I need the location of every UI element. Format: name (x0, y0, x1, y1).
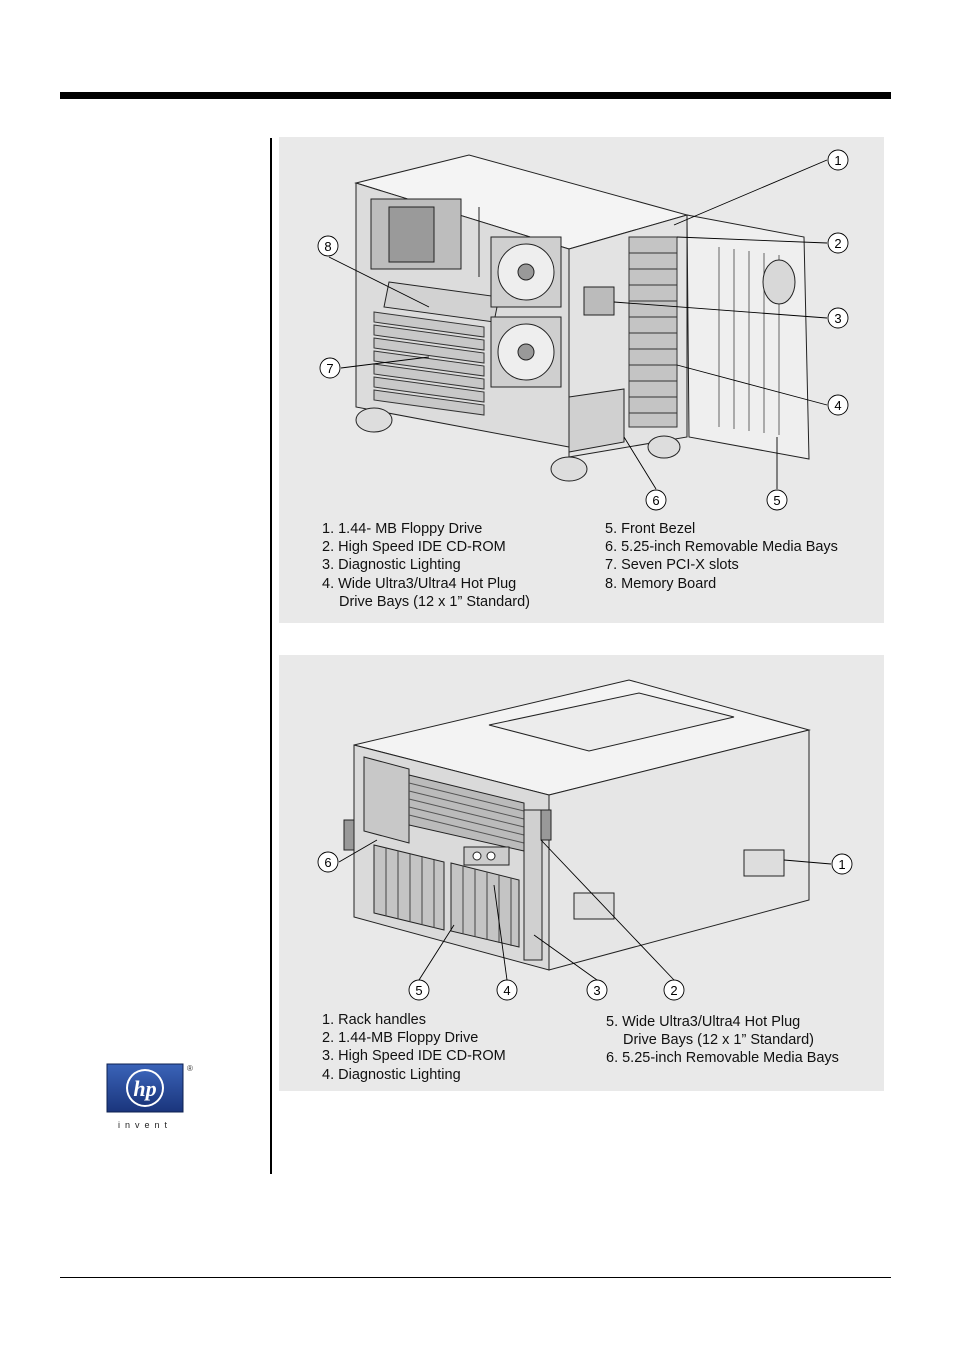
legend-item: 7. Seven PCI-X slots (605, 557, 739, 574)
legend-item: 5. Wide Ultra3/Ultra4 Hot Plug (606, 1014, 801, 1030)
callout-5-label: 5 (773, 493, 780, 508)
legend-item-continued: Drive Bays (12 x 1” Standard) (623, 1032, 814, 1049)
legend-item: 1. Rack handles (322, 1012, 426, 1028)
legend-item: 5. Front Bezel (605, 521, 696, 537)
callout-2-label: 2 (834, 236, 841, 251)
header-rule (60, 92, 891, 99)
callout-3-circle (827, 307, 849, 329)
invent-tagline: invent (118, 1120, 172, 1130)
legend-item: 6. 5.25-inch Removable Media Bays (605, 539, 838, 556)
rack-callout-1-label: 1 (838, 857, 845, 872)
rack-legend-right: 5. Wide Ultra3/Ultra4 Hot Plug Drive Bay… (606, 1013, 839, 1068)
callout-2-circle (827, 232, 849, 254)
rack-callout-4-label: 4 (503, 983, 510, 998)
tower-figure-panel: 1 2 3 4 5 6 7 8 1. 1.44- MB Floppy Drive… (279, 137, 884, 623)
legend-item: 8. Memory Board (605, 575, 717, 592)
callout-8-circle (317, 235, 339, 257)
legend-item: 1. 1.44- MB Floppy Drive (322, 521, 483, 537)
rack-callout-5-circle (408, 979, 430, 1001)
callout-1-circle (827, 149, 849, 171)
legend-item: 6. 5.25-inch Removable Media Bays (606, 1050, 839, 1067)
rack-server-illustration: 1 2 3 4 5 6 (317, 679, 853, 1001)
callout-8-label: 8 (324, 239, 331, 254)
callout-7-label: 7 (326, 361, 333, 376)
callout-4-circle (827, 394, 849, 416)
rack-callout-4-circle (496, 979, 518, 1001)
callout-5-circle (766, 489, 788, 511)
rack-callout-5-label: 5 (415, 983, 422, 998)
callout-6-label: 6 (652, 493, 659, 508)
legend-item: 2. 1.44-MB Floppy Drive (322, 1030, 479, 1047)
registered-mark: ® (187, 1064, 193, 1073)
callout-3-label: 3 (834, 311, 841, 326)
rack-figure-panel: 1 2 3 4 5 6 1. Rack handles 2. 1.44-MB F… (279, 655, 884, 1091)
tower-legend-right: 5. Front Bezel 6. 5.25-inch Removable Me… (605, 520, 838, 593)
tower-server-illustration: 1 2 3 4 5 6 7 8 (317, 149, 849, 511)
legend-item: 2. High Speed IDE CD-ROM (322, 539, 506, 556)
footer-rule (60, 1277, 891, 1278)
rack-callout-2-circle (663, 979, 685, 1001)
hp-mark: hp (133, 1076, 156, 1101)
legend-item: 4. Wide Ultra3/Ultra4 Hot Plug (322, 575, 517, 592)
callout-1-label: 1 (834, 153, 841, 168)
rack-legend-left: 1. Rack handles 2. 1.44-MB Floppy Drive … (322, 1011, 506, 1084)
rack-callout-3-circle (586, 979, 608, 1001)
legend-item-continued: Drive Bays (12 x 1” Standard) (339, 593, 530, 610)
callout-7-circle (319, 357, 341, 379)
tower-legend-left: 1. 1.44- MB Floppy Drive 2. High Speed I… (322, 520, 530, 611)
callout-6-circle (645, 489, 667, 511)
legend-item: 4. Diagnostic Lighting (322, 1066, 461, 1083)
rack-callout-6-circle (317, 851, 339, 873)
rack-callout-1-circle (831, 853, 853, 875)
rack-callout-6-label: 6 (324, 855, 331, 870)
callout-4-label: 4 (834, 398, 841, 413)
hp-invent-logo: hp ® invent (106, 1063, 193, 1130)
legend-item: 3. High Speed IDE CD-ROM (322, 1048, 506, 1065)
legend-item: 3. Diagnostic Lighting (322, 557, 461, 574)
rack-callout-3-label: 3 (593, 983, 600, 998)
sidebar-divider (270, 138, 272, 1174)
rack-callout-2-label: 2 (670, 983, 677, 998)
